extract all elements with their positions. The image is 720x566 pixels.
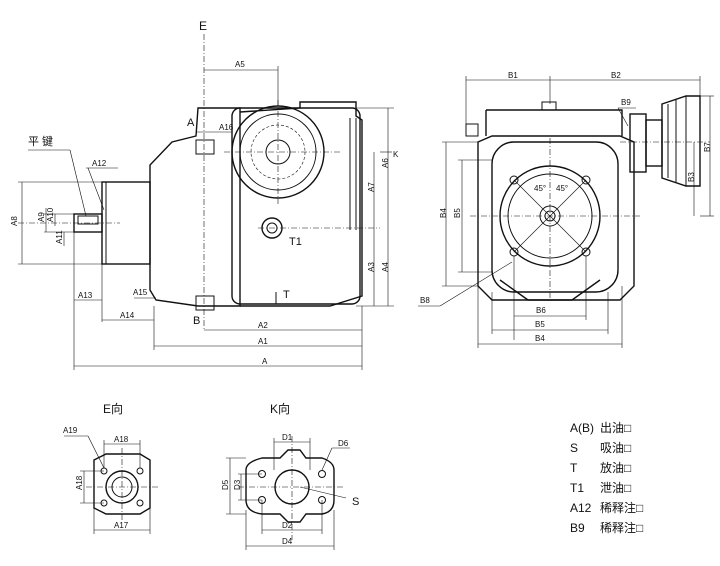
port-a	[195, 139, 215, 155]
dim-a9: A9	[37, 212, 46, 222]
k-view: K向 D1 D6 D5 D3 S D2	[221, 401, 359, 550]
dim-a18-side: A18	[75, 475, 84, 490]
dim-a2: A2	[258, 321, 268, 330]
legend: A(B) 出油□ S 吸油□ T 放油□ T1 泄油□ A12 稀释注□ B9 …	[570, 421, 643, 535]
dim-a10: A10	[46, 207, 55, 222]
label-b: B	[193, 315, 200, 327]
dim-a5: A5	[235, 60, 245, 69]
label-t: T	[283, 289, 290, 301]
dim-a1: A1	[258, 337, 268, 346]
k-view-title: K向	[270, 401, 290, 416]
legend-desc-0: 出油□	[600, 421, 631, 435]
dim-b5-bottom: B5	[535, 320, 545, 329]
dim-a: A	[262, 357, 268, 366]
legend-code-4: A12	[570, 501, 592, 515]
label-a: A	[187, 117, 195, 129]
flat-key-label: 平 键	[28, 134, 53, 148]
dim-b7: B7	[703, 142, 712, 152]
dim-b8: B8	[420, 296, 430, 305]
angle-label-2: 45°	[556, 184, 568, 193]
angle-label-1: 45°	[534, 184, 546, 193]
dim-b9: B9	[621, 98, 631, 107]
dim-a18-top: A18	[114, 435, 129, 444]
legend-code-2: T	[570, 461, 578, 475]
dim-d6: D6	[338, 439, 349, 448]
dim-a7: A7	[367, 182, 376, 192]
section-e-label: E	[199, 19, 207, 33]
dim-a6: A6	[381, 158, 390, 168]
label-t1: T1	[289, 236, 302, 248]
dim-d4: D4	[282, 537, 293, 546]
legend-code-1: S	[570, 441, 578, 455]
dim-a19: A19	[63, 426, 78, 435]
e-view-title: E向	[103, 401, 123, 416]
legend-desc-1: 吸油□	[600, 441, 631, 455]
pump-body	[149, 107, 241, 307]
dim-b1: B1	[508, 71, 518, 80]
label-s: S	[352, 496, 359, 508]
dim-a14: A14	[120, 311, 135, 320]
e-view: E向 A18 A19 A18 A17	[63, 401, 158, 534]
legend-code-5: B9	[570, 521, 585, 535]
dim-b4-bottom: B4	[535, 334, 545, 343]
side-flange-square	[491, 141, 619, 293]
dim-d5: D5	[221, 479, 230, 490]
legend-desc-4: 稀释注□	[600, 500, 643, 515]
dim-a3: A3	[367, 262, 376, 272]
k-view-bore	[274, 469, 310, 505]
legend-code-0: A(B)	[570, 421, 594, 435]
dim-d1: D1	[282, 433, 293, 442]
side-view: B1 B2 B9 B7 B3 B4 B5 B8 B6 B5	[418, 71, 714, 348]
dim-b6: B6	[536, 306, 546, 315]
dim-a17: A17	[114, 521, 129, 530]
dim-b2: B2	[611, 71, 621, 80]
legend-desc-2: 放油□	[600, 460, 631, 475]
dim-a16: A16	[219, 123, 234, 132]
side-body	[477, 135, 635, 301]
legend-desc-3: 泄油□	[600, 481, 631, 495]
side-motor-flange	[629, 113, 647, 173]
flat-key	[77, 215, 99, 225]
dim-b3: B3	[687, 172, 696, 182]
dim-a13: A13	[78, 291, 93, 300]
dim-d3: D3	[233, 479, 242, 490]
dim-b5-vertical: B5	[453, 208, 462, 218]
k-view-outline	[245, 449, 335, 523]
housing	[231, 107, 361, 305]
dim-b4: B4	[439, 208, 448, 218]
main-view: E A B T1 T K	[10, 19, 399, 370]
dim-a11: A11	[55, 230, 64, 244]
legend-code-3: T1	[570, 481, 584, 495]
dim-a15: A15	[133, 288, 148, 297]
dim-d2: D2	[282, 521, 293, 530]
port-b	[195, 295, 215, 311]
dim-a12: A12	[92, 159, 107, 168]
dim-a8: A8	[10, 216, 19, 226]
legend-desc-5: 稀释注□	[600, 520, 643, 535]
label-k: K	[393, 150, 399, 159]
dim-a4: A4	[381, 262, 390, 272]
